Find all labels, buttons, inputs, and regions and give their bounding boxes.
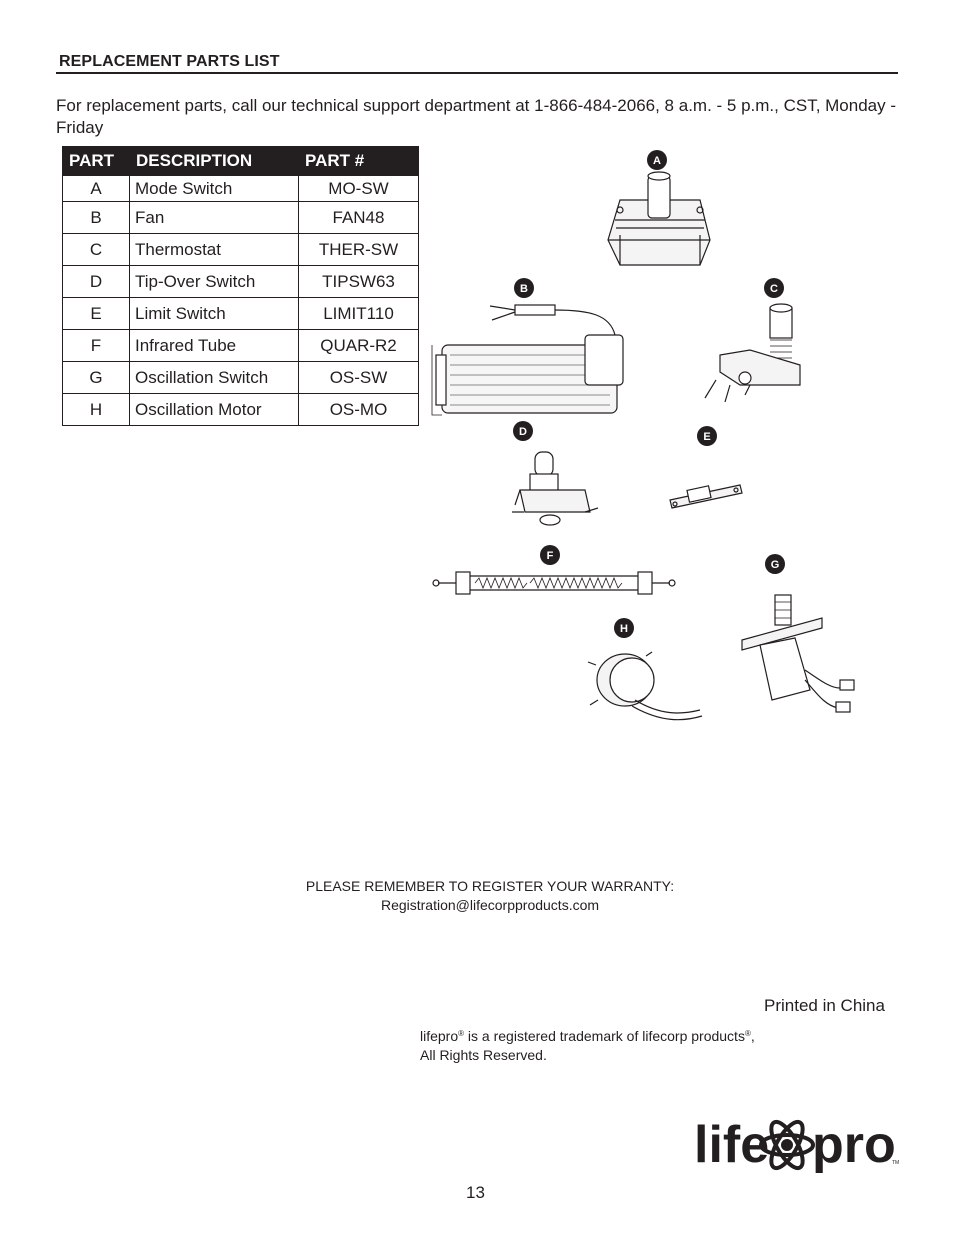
trademark-notice: lifepro® is a registered trademark of li… (420, 1024, 755, 1065)
registered-mark: ® (744, 1029, 751, 1038)
cell-description: Mode Switch (129, 175, 299, 202)
badge-d: D (513, 421, 533, 441)
limit-switch-illustration (669, 484, 743, 509)
table-row: F Infrared Tube QUAR-R2 (62, 329, 419, 362)
lifepro-logo: life pro TM (694, 1116, 899, 1174)
cell-part: A (62, 175, 130, 202)
trademark-end: , (750, 1028, 755, 1044)
badge-a-label: A (653, 155, 661, 167)
page-number: 13 (466, 1183, 485, 1202)
cell-description: Limit Switch (129, 297, 299, 330)
table-row: C Thermostat THER-SW (62, 233, 419, 266)
tip-over-switch-illustration (512, 451, 599, 526)
badge-b: B (514, 278, 534, 298)
cell-description: Oscillation Switch (129, 361, 299, 394)
cell-description: Thermostat (129, 233, 299, 266)
table-row: D Tip-Over Switch TIPSW63 (62, 265, 419, 298)
logo-tm: TM (892, 1160, 899, 1166)
badge-b-label: B (520, 283, 528, 295)
atom-icon (759, 1119, 815, 1171)
cell-part-number: TIPSW63 (298, 265, 419, 298)
badge-a: A (647, 150, 667, 170)
table-row: G Oscillation Switch OS-SW (62, 361, 419, 394)
parts-illustration: A B C D (431, 150, 855, 721)
infrared-tube-illustration (432, 571, 676, 595)
cell-part-number: MO-SW (298, 175, 419, 202)
table-row: B Fan FAN48 (62, 201, 419, 234)
logo-left-text: life (694, 1116, 769, 1174)
cell-part-number: QUAR-R2 (298, 329, 419, 362)
trademark-line-2: All Rights Reserved. (420, 1047, 547, 1063)
trademark-line-1: lifepro® is a registered trademark of li… (420, 1024, 755, 1046)
cell-part: C (62, 233, 130, 266)
badge-g: G (765, 554, 785, 574)
fan-illustration (431, 304, 624, 416)
oscillation-switch-illustration (741, 594, 855, 713)
cell-part-number: THER-SW (298, 233, 419, 266)
header-part: PART (62, 146, 130, 176)
trademark-middle: is a registered trademark of lifecorp pr… (464, 1028, 745, 1044)
section-title: REPLACEMENT PARTS LIST (59, 53, 280, 70)
badge-h-label: H (620, 623, 628, 635)
cell-description: Oscillation Motor (129, 393, 299, 426)
title-rule (56, 72, 898, 74)
cell-description: Tip-Over Switch (129, 265, 299, 298)
thermostat-illustration (704, 303, 801, 403)
cell-part-number: OS-MO (298, 393, 419, 426)
cell-part-number: OS-SW (298, 361, 419, 394)
cell-description: Fan (129, 201, 299, 234)
printed-in: Printed in China (764, 996, 885, 1015)
badge-d-label: D (519, 426, 527, 438)
intro-text: For replacement parts, call our technica… (56, 96, 897, 137)
cell-part: F (62, 329, 130, 362)
warranty-line-1: PLEASE REMEMBER TO REGISTER YOUR WARRANT… (305, 878, 675, 894)
header-description: DESCRIPTION (129, 146, 299, 176)
badge-e-label: E (703, 431, 710, 443)
table-row: A Mode Switch MO-SW (62, 175, 419, 202)
cell-description: Infrared Tube (129, 329, 299, 362)
badge-h: H (614, 618, 634, 638)
warranty-email: Registration@lifecorpproducts.com (380, 897, 600, 913)
table-row: E Limit Switch LIMIT110 (62, 297, 419, 330)
trademark-brand: lifepro (420, 1028, 459, 1044)
mode-switch-illustration (607, 171, 711, 266)
parts-table: PART DESCRIPTION PART # A Mode Switch MO… (62, 146, 419, 426)
badge-c-label: C (770, 283, 778, 295)
header-part-number: PART # (298, 146, 419, 176)
badge-c: C (764, 278, 784, 298)
oscillation-motor-illustration (587, 651, 703, 721)
cell-part: D (62, 265, 130, 298)
cell-part-number: FAN48 (298, 201, 419, 234)
cell-part: G (62, 361, 130, 394)
cell-part: H (62, 393, 130, 426)
badge-f-label: F (547, 550, 554, 562)
warranty-notice: PLEASE REMEMBER TO REGISTER YOUR WARRANT… (230, 877, 750, 915)
cell-part: B (62, 201, 130, 234)
registered-mark: ® (458, 1029, 465, 1038)
logo-right-text: pro (812, 1116, 896, 1174)
badge-e: E (697, 426, 717, 446)
table-header-row: PART DESCRIPTION PART # (62, 146, 419, 176)
badge-g-label: G (771, 559, 780, 571)
cell-part: E (62, 297, 130, 330)
table-row: H Oscillation Motor OS-MO (62, 393, 419, 426)
badge-f: F (540, 545, 560, 565)
cell-part-number: LIMIT110 (298, 297, 419, 330)
